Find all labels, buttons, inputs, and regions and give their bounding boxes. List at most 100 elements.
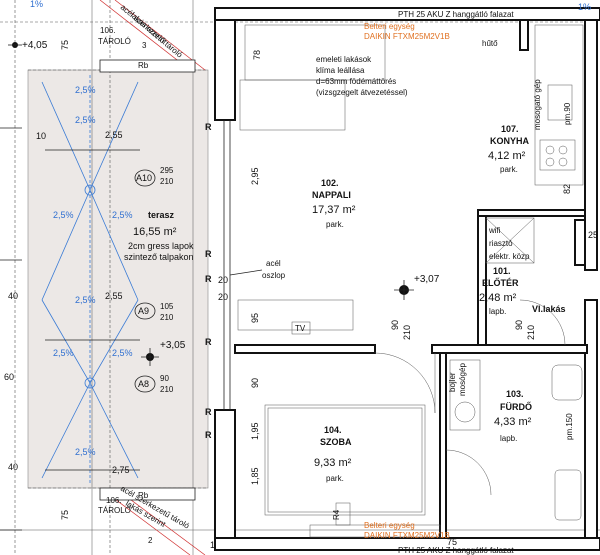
dimension: 2,95 [250, 167, 260, 185]
slope-label: 2,5% [75, 115, 96, 125]
room-number: 102. [321, 178, 339, 188]
dimension: 20 [218, 292, 228, 302]
window-id: A10 [136, 173, 152, 183]
room-area: 4,33 m² [494, 416, 532, 428]
dishwasher-label: mosogató gép [533, 79, 542, 130]
dimension: 82 [562, 184, 572, 194]
dimension: 2,55 [105, 130, 123, 140]
window-height: 210 [160, 313, 174, 322]
ac-unit-model: DAIKIN FTXM25M2V1B [364, 32, 450, 41]
ac-unit-model: DAIKIN FTXM25M2V1B [364, 531, 450, 540]
slope-label: 2,5% [75, 295, 96, 305]
window-id: A8 [138, 379, 149, 389]
dimension: 95 [250, 313, 260, 323]
floor-finish: 2cm gress lapok [128, 241, 194, 251]
room-name: SZOBA [320, 437, 352, 447]
wall-left [214, 19, 236, 121]
window-width: 90 [160, 374, 169, 383]
dimension: 1,95 [250, 422, 260, 440]
room-area: 2,48 m² [479, 292, 517, 304]
wall-label-bottom: PTH 25 AKU Z hanggátló falazat [398, 546, 514, 555]
room-area: 16,55 m² [133, 226, 177, 238]
dimension-note: pm.90 [563, 102, 572, 125]
washer-label: mosógép [458, 363, 467, 396]
wifi-label: wifi [488, 226, 501, 235]
column-label: acél [266, 259, 281, 268]
fridge-label: hűtő [482, 39, 498, 48]
dimension: 90 [390, 320, 400, 330]
slope-label: 2,5% [53, 348, 74, 358]
axis-mark: R [205, 249, 212, 259]
note: d=63mm födémáttörés [316, 77, 396, 86]
wall-right [584, 19, 598, 271]
room-number: 107. [501, 124, 519, 134]
note: emeleti lakások [316, 55, 372, 64]
boiler-label: bojler [448, 372, 457, 392]
room-area: 17,37 m² [312, 204, 356, 216]
room-name: TÁROLÓ [98, 37, 131, 46]
terrace-area [27, 69, 209, 489]
ac-unit-label: Belteri egység [364, 22, 415, 31]
wall-bottom [214, 537, 600, 551]
axis-mark: R [205, 407, 212, 417]
dimension: 25 [588, 230, 598, 240]
level-mark-top: +4,05 [22, 40, 48, 51]
slope-label: 2,5% [75, 447, 96, 457]
dimension: 75 [447, 537, 457, 547]
room-name: ELŐTÉR [482, 277, 519, 288]
room-area: 9,33 m² [314, 457, 352, 469]
tv-label: TV [295, 324, 306, 333]
room-number: 101. [493, 266, 511, 276]
room-number: 106. [106, 496, 122, 505]
floor-finish: lapb. [489, 307, 506, 316]
slope-label: 2,5% [53, 210, 74, 220]
room-badge: 2 [148, 536, 153, 545]
dimension: 75 [60, 40, 70, 50]
floor-finish: park. [500, 165, 518, 174]
storage-note: lakás szerint [129, 11, 169, 47]
room-number: 103. [506, 389, 524, 399]
dimension: 90 [514, 320, 524, 330]
floor-finish: lapb. [500, 434, 517, 443]
dimension: 10 [36, 131, 46, 141]
axis-mark: R [205, 337, 212, 347]
unit-label: VI.lakás [532, 304, 566, 314]
dimension: 210 [526, 325, 536, 340]
column-label: oszlop [262, 271, 286, 280]
dimension: 210 [402, 325, 412, 340]
dimension: 78 [252, 50, 262, 60]
wall-top [214, 7, 600, 21]
level-mark: +3,05 [160, 340, 186, 351]
floor-finish: park. [326, 220, 344, 229]
dimension: 20 [218, 275, 228, 285]
slope-label: 2,5% [112, 348, 133, 358]
note: (vizsgzegelt átvezetéssel) [316, 88, 408, 97]
dimension: 1 [210, 540, 215, 550]
room-number: 106. [100, 26, 116, 35]
level-mark: +3,07 [414, 274, 440, 285]
rb-label: Rb [138, 61, 149, 70]
window-height: 210 [160, 385, 174, 394]
window-width: 295 [160, 166, 174, 175]
axis-mark: R [205, 122, 212, 132]
ac-unit-label: Belteri egység [364, 521, 415, 530]
window-id: A9 [138, 306, 149, 316]
slope-label: 2,5% [75, 85, 96, 95]
dimension: 2,55 [105, 291, 123, 301]
room-name: KONYHA [490, 136, 530, 146]
slope-label: 1% [30, 0, 43, 9]
floor-finish: szintező talpakon [124, 252, 194, 262]
alarm-label: riasztó [489, 239, 513, 248]
r4-label: R4 [332, 509, 341, 520]
window-width: 105 [160, 302, 174, 311]
room-name: FÜRDŐ [500, 401, 532, 412]
panel-label: elektr. közp [489, 252, 530, 261]
slope-label: 2,5% [112, 210, 133, 220]
level-crosshair [394, 280, 414, 300]
axis-mark: R [205, 430, 212, 440]
room-name: TÁROLÓ [98, 506, 131, 515]
room-name: terasz [148, 210, 175, 220]
dimension: 90 [250, 378, 260, 388]
floor-finish: park. [326, 474, 344, 483]
